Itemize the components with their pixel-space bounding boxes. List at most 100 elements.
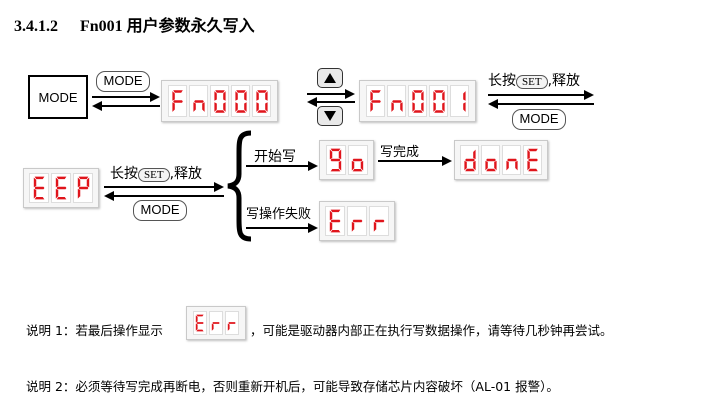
set-key-2: SET bbox=[138, 168, 170, 182]
segment-d bbox=[235, 109, 246, 113]
segment-e bbox=[432, 101, 436, 112]
display-eep bbox=[23, 168, 99, 208]
segment-a bbox=[196, 314, 204, 317]
up-triangle-icon bbox=[324, 73, 336, 83]
segment-g bbox=[34, 186, 44, 190]
segment-a bbox=[412, 89, 423, 93]
curly-brace bbox=[227, 130, 252, 242]
mode-pill-top: MODE bbox=[96, 71, 150, 92]
digit-cell bbox=[29, 173, 49, 203]
down-triangle-icon bbox=[324, 111, 336, 121]
digit-cell bbox=[325, 206, 345, 236]
digit-glyph bbox=[463, 149, 476, 172]
mode-key: MODE bbox=[28, 75, 88, 119]
up-button bbox=[317, 68, 343, 88]
segment-g bbox=[56, 186, 66, 190]
segment-g bbox=[464, 158, 475, 162]
segment-b bbox=[472, 149, 476, 160]
segment-e bbox=[195, 323, 198, 331]
note-2: 说明 2：必须等待写完成再断电，否则重新开机后，可能导致存储芯片内容破坏（AL-… bbox=[26, 379, 559, 394]
segment-c bbox=[472, 160, 476, 171]
segment-d bbox=[485, 168, 496, 172]
segment-f bbox=[329, 210, 332, 221]
digit-glyph bbox=[255, 89, 268, 113]
segment-d bbox=[256, 109, 267, 113]
segment-e bbox=[213, 101, 217, 112]
segment-c bbox=[462, 101, 466, 112]
segment-a bbox=[34, 176, 44, 180]
segment-b bbox=[243, 90, 247, 101]
digit-glyph bbox=[33, 176, 44, 200]
mode-pill-left: MODE bbox=[133, 200, 187, 221]
segment-c bbox=[493, 160, 497, 171]
digit-cell bbox=[450, 85, 469, 117]
eep-arrows bbox=[104, 182, 224, 201]
digit-cell bbox=[366, 85, 385, 117]
write-done-label: 写完成 bbox=[380, 145, 420, 160]
segment-f bbox=[411, 90, 415, 101]
segment-e bbox=[351, 221, 354, 232]
segment-e bbox=[463, 160, 467, 171]
segment-f bbox=[369, 90, 373, 101]
digit-cell bbox=[231, 85, 250, 117]
digit-cell bbox=[252, 85, 271, 117]
segment-a bbox=[256, 89, 267, 93]
segment-g bbox=[485, 158, 496, 162]
digit-cell bbox=[193, 311, 207, 335]
segment-e bbox=[33, 188, 36, 199]
display-fn001 bbox=[359, 80, 476, 122]
digit-cell bbox=[523, 145, 542, 175]
segment-c bbox=[264, 101, 268, 112]
digit-cell bbox=[51, 173, 71, 203]
segment-e bbox=[411, 101, 415, 112]
mode-pill-right: MODE bbox=[512, 109, 566, 130]
digit-cell bbox=[502, 145, 521, 175]
segment-c bbox=[243, 101, 247, 112]
write-done-arrow bbox=[378, 156, 452, 166]
segment-e bbox=[171, 101, 175, 112]
digit-cell bbox=[347, 145, 368, 175]
segment-d bbox=[56, 196, 66, 200]
segment-b bbox=[338, 149, 342, 160]
digit-glyph bbox=[484, 158, 497, 172]
segment-e bbox=[55, 188, 58, 199]
release-text: 释放 bbox=[552, 73, 581, 89]
segment-d bbox=[34, 196, 44, 200]
comma-text: , bbox=[547, 73, 553, 89]
segment-g bbox=[391, 99, 402, 103]
segment-e bbox=[351, 160, 355, 171]
digit-cell bbox=[369, 206, 389, 236]
digit-cell bbox=[189, 85, 208, 117]
down-button bbox=[317, 106, 343, 126]
segment-d bbox=[330, 168, 341, 172]
digit-glyph bbox=[373, 219, 384, 232]
digit-glyph bbox=[432, 89, 445, 113]
segment-a bbox=[330, 209, 340, 213]
segment-a bbox=[214, 89, 225, 93]
digit-glyph bbox=[234, 89, 247, 113]
digit-glyph bbox=[462, 90, 466, 112]
segment-g bbox=[172, 99, 183, 103]
segment-g bbox=[506, 158, 517, 162]
segment-b bbox=[222, 90, 226, 101]
long-press-text-2: 长按 bbox=[110, 166, 138, 182]
segment-a bbox=[527, 148, 538, 152]
segment-b bbox=[462, 90, 466, 101]
digit-glyph bbox=[505, 158, 518, 171]
segment-a bbox=[330, 148, 341, 152]
segment-a bbox=[172, 89, 183, 93]
release-text-2: 释放 bbox=[174, 166, 203, 182]
note-1-prefix: 说明 1：若最后操作显示 bbox=[26, 323, 163, 338]
fn001-right-arrows bbox=[488, 90, 594, 109]
segment-e bbox=[390, 101, 394, 112]
fn000-fn001-arrows bbox=[307, 89, 355, 107]
section-number: 3.4.1.2 bbox=[14, 18, 58, 35]
display-go bbox=[319, 140, 374, 180]
digit-glyph bbox=[351, 219, 362, 232]
segment-e bbox=[77, 188, 80, 199]
segment-e bbox=[373, 221, 376, 232]
segment-e bbox=[234, 101, 238, 112]
segment-c bbox=[399, 101, 403, 112]
segment-c bbox=[222, 101, 226, 112]
segment-g bbox=[352, 219, 362, 223]
